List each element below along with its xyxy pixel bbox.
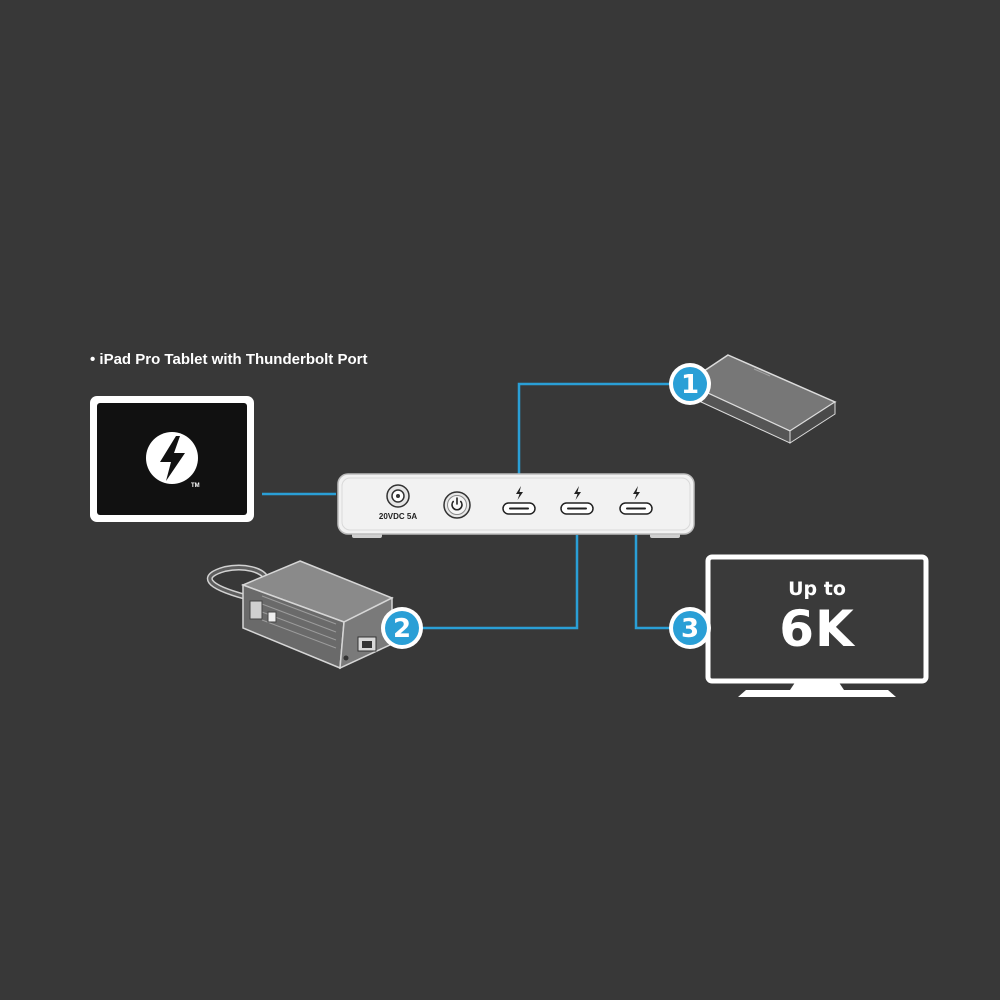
- power-icon: [443, 491, 471, 519]
- svg-text:2: 2: [393, 614, 411, 644]
- thunderbolt-dock: 20VDC 5A: [337, 473, 695, 538]
- line-port3-to-monitor: [634, 535, 672, 630]
- monitor-resolution-caption: Up to: [788, 578, 846, 600]
- dc-power-jack: [386, 484, 410, 508]
- callout-badge-2: 2: [381, 607, 423, 649]
- svg-text:3: 3: [681, 614, 699, 644]
- line-port2-to-adapter: [422, 535, 579, 630]
- thunderbolt-logo-icon: [146, 432, 198, 484]
- ethernet-adapter-icon: [206, 560, 394, 670]
- thunderbolt-port-2: [560, 486, 594, 515]
- monitor-resolution-value: 6K: [779, 600, 855, 658]
- thunderbolt-icon: [516, 486, 523, 500]
- thunderbolt-port-1: [502, 486, 536, 515]
- thunderbolt-icon: [574, 486, 581, 500]
- thunderbolt-port-3: [619, 486, 653, 515]
- line-port1-to-drive: [517, 382, 672, 488]
- ipad-tablet: TM: [90, 396, 254, 522]
- callout-badge-1: 1: [669, 363, 711, 405]
- connector-lines: [262, 382, 672, 630]
- power-rating-label: 20VDC 5A: [379, 512, 417, 521]
- thunderbolt-icon: [633, 486, 640, 500]
- device-heading: • iPad Pro Tablet with Thunderbolt Port: [90, 351, 368, 368]
- trademark-mark: TM: [191, 483, 200, 489]
- ssd-drive-icon: [684, 354, 837, 444]
- svg-text:1: 1: [681, 370, 699, 400]
- callout-badge-3: 3: [669, 607, 711, 649]
